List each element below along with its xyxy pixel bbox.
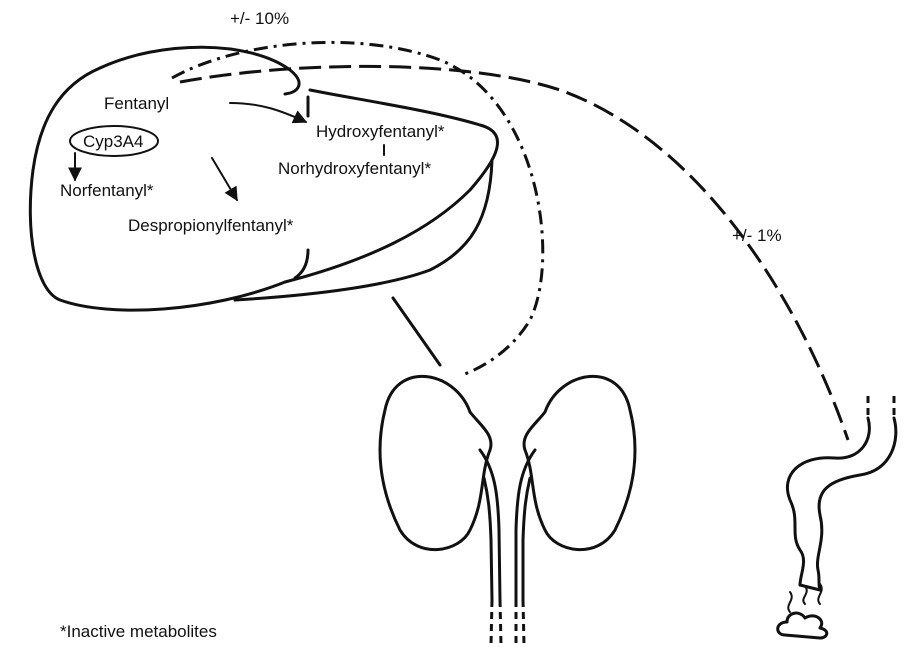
- kidneys: [380, 376, 635, 549]
- fecal-percentage-label: +/- 1%: [732, 226, 782, 245]
- despropionylfentanyl-label: Despropionylfentanyl*: [128, 216, 294, 235]
- norhydroxyfentanyl-label: Norhydroxyfentanyl*: [278, 159, 431, 178]
- intestine: [787, 396, 895, 590]
- feces-icon: [778, 584, 827, 638]
- bile-duct: [235, 160, 492, 365]
- renal-percentage-label: +/- 10%: [230, 9, 289, 28]
- footnote-label: *Inactive metabolites: [60, 622, 217, 641]
- norfentanyl-label: Norfentanyl*: [60, 181, 154, 200]
- ureters: [480, 450, 535, 645]
- fentanyl-label: Fentanyl: [104, 94, 169, 113]
- hydroxyfentanyl-label: Hydroxyfentanyl*: [316, 122, 445, 141]
- cyp3a4-label: Cyp3A4: [83, 132, 143, 151]
